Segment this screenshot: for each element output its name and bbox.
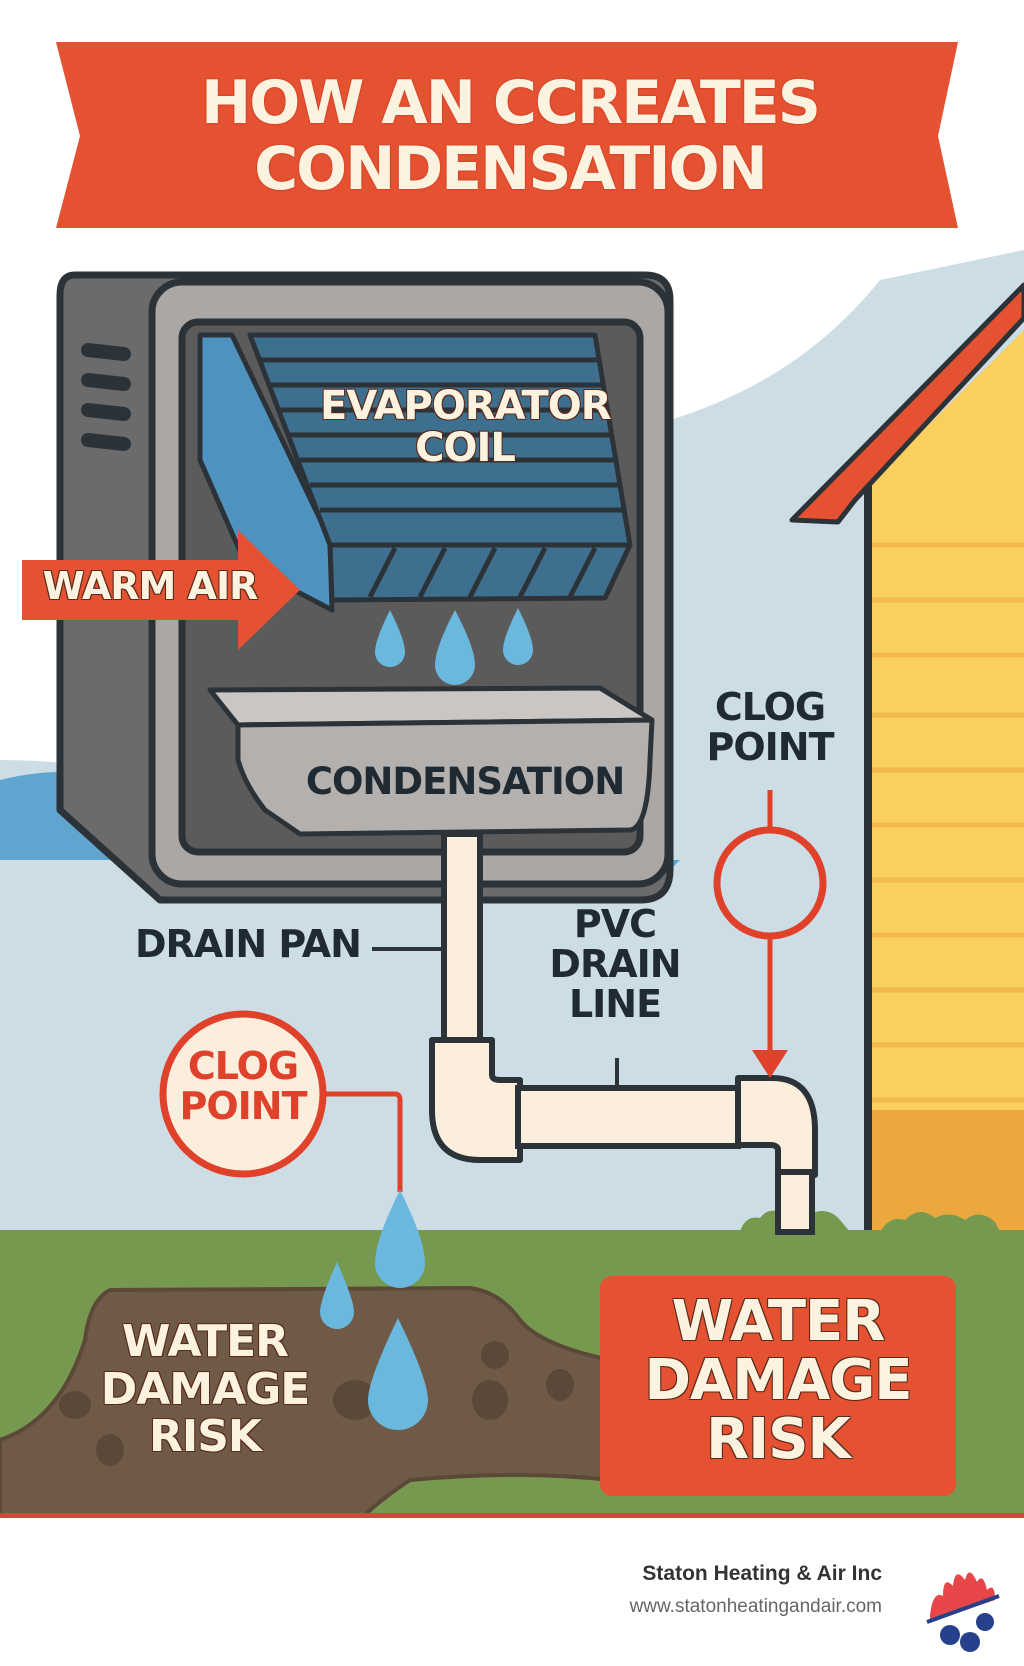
label-line: COIL: [415, 425, 516, 471]
drain-pan-label: DRAIN PAN: [135, 922, 362, 966]
clog-point-label-left: CLOG POINT: [168, 1044, 318, 1128]
label-line: EVAPORATOR: [320, 383, 612, 429]
warm-air-label: WARM AIR: [42, 564, 259, 608]
label-line: PVC: [573, 902, 657, 946]
page-title: HOW AN CCREATES CONDENSATION: [60, 42, 960, 230]
clog-point-marker-left: [159, 1010, 403, 1192]
pvc-drain-line-label: PVC DRAIN LINE: [545, 902, 685, 1026]
label-line: CLOG: [714, 685, 826, 729]
company-url[interactable]: www.statonheatingandair.com: [629, 1596, 882, 1617]
water-damage-soil-label: WATER DAMAGE RISK: [95, 1318, 315, 1461]
label-line: DAMAGE: [100, 1363, 311, 1415]
water-damage-box: [600, 1276, 956, 1496]
pvc-drain-pipe: [372, 831, 818, 1235]
label-line: POINT: [179, 1083, 307, 1128]
label-line: LINE: [568, 981, 662, 1026]
title-line-2: CONDENSATION: [254, 134, 768, 204]
flame-snowflake-logo: [926, 1572, 1000, 1652]
drain-pan-tray: [207, 685, 655, 837]
label-line: DAMAGE: [644, 1347, 912, 1413]
clog-point-marker-right: [713, 790, 827, 1078]
condensation-label: CONDENSATION: [305, 760, 625, 803]
label-line: CLOG: [187, 1044, 299, 1088]
water-damage-box-label: WATER DAMAGE RISK: [600, 1289, 956, 1472]
label-line: POINT: [706, 724, 834, 769]
company-name: Staton Heating & Air Inc: [642, 1562, 882, 1585]
title-banner: [56, 42, 958, 228]
evaporator-coil-label: EVAPORATOR COIL: [320, 383, 612, 471]
clog-point-label-right: CLOG POINT: [690, 685, 850, 769]
label-line: RISK: [706, 1406, 851, 1472]
warm-air-arrow: [22, 530, 300, 650]
title-line-1: HOW AN CCREATES: [201, 68, 821, 138]
evaporator-coil: [197, 332, 633, 613]
label-line: DRAIN: [549, 941, 681, 986]
label-line: RISK: [148, 1411, 262, 1463]
label-line: WATER: [671, 1289, 886, 1354]
house: [789, 282, 1024, 1230]
soil: [0, 1285, 612, 1517]
label-line: WATER: [121, 1316, 289, 1367]
